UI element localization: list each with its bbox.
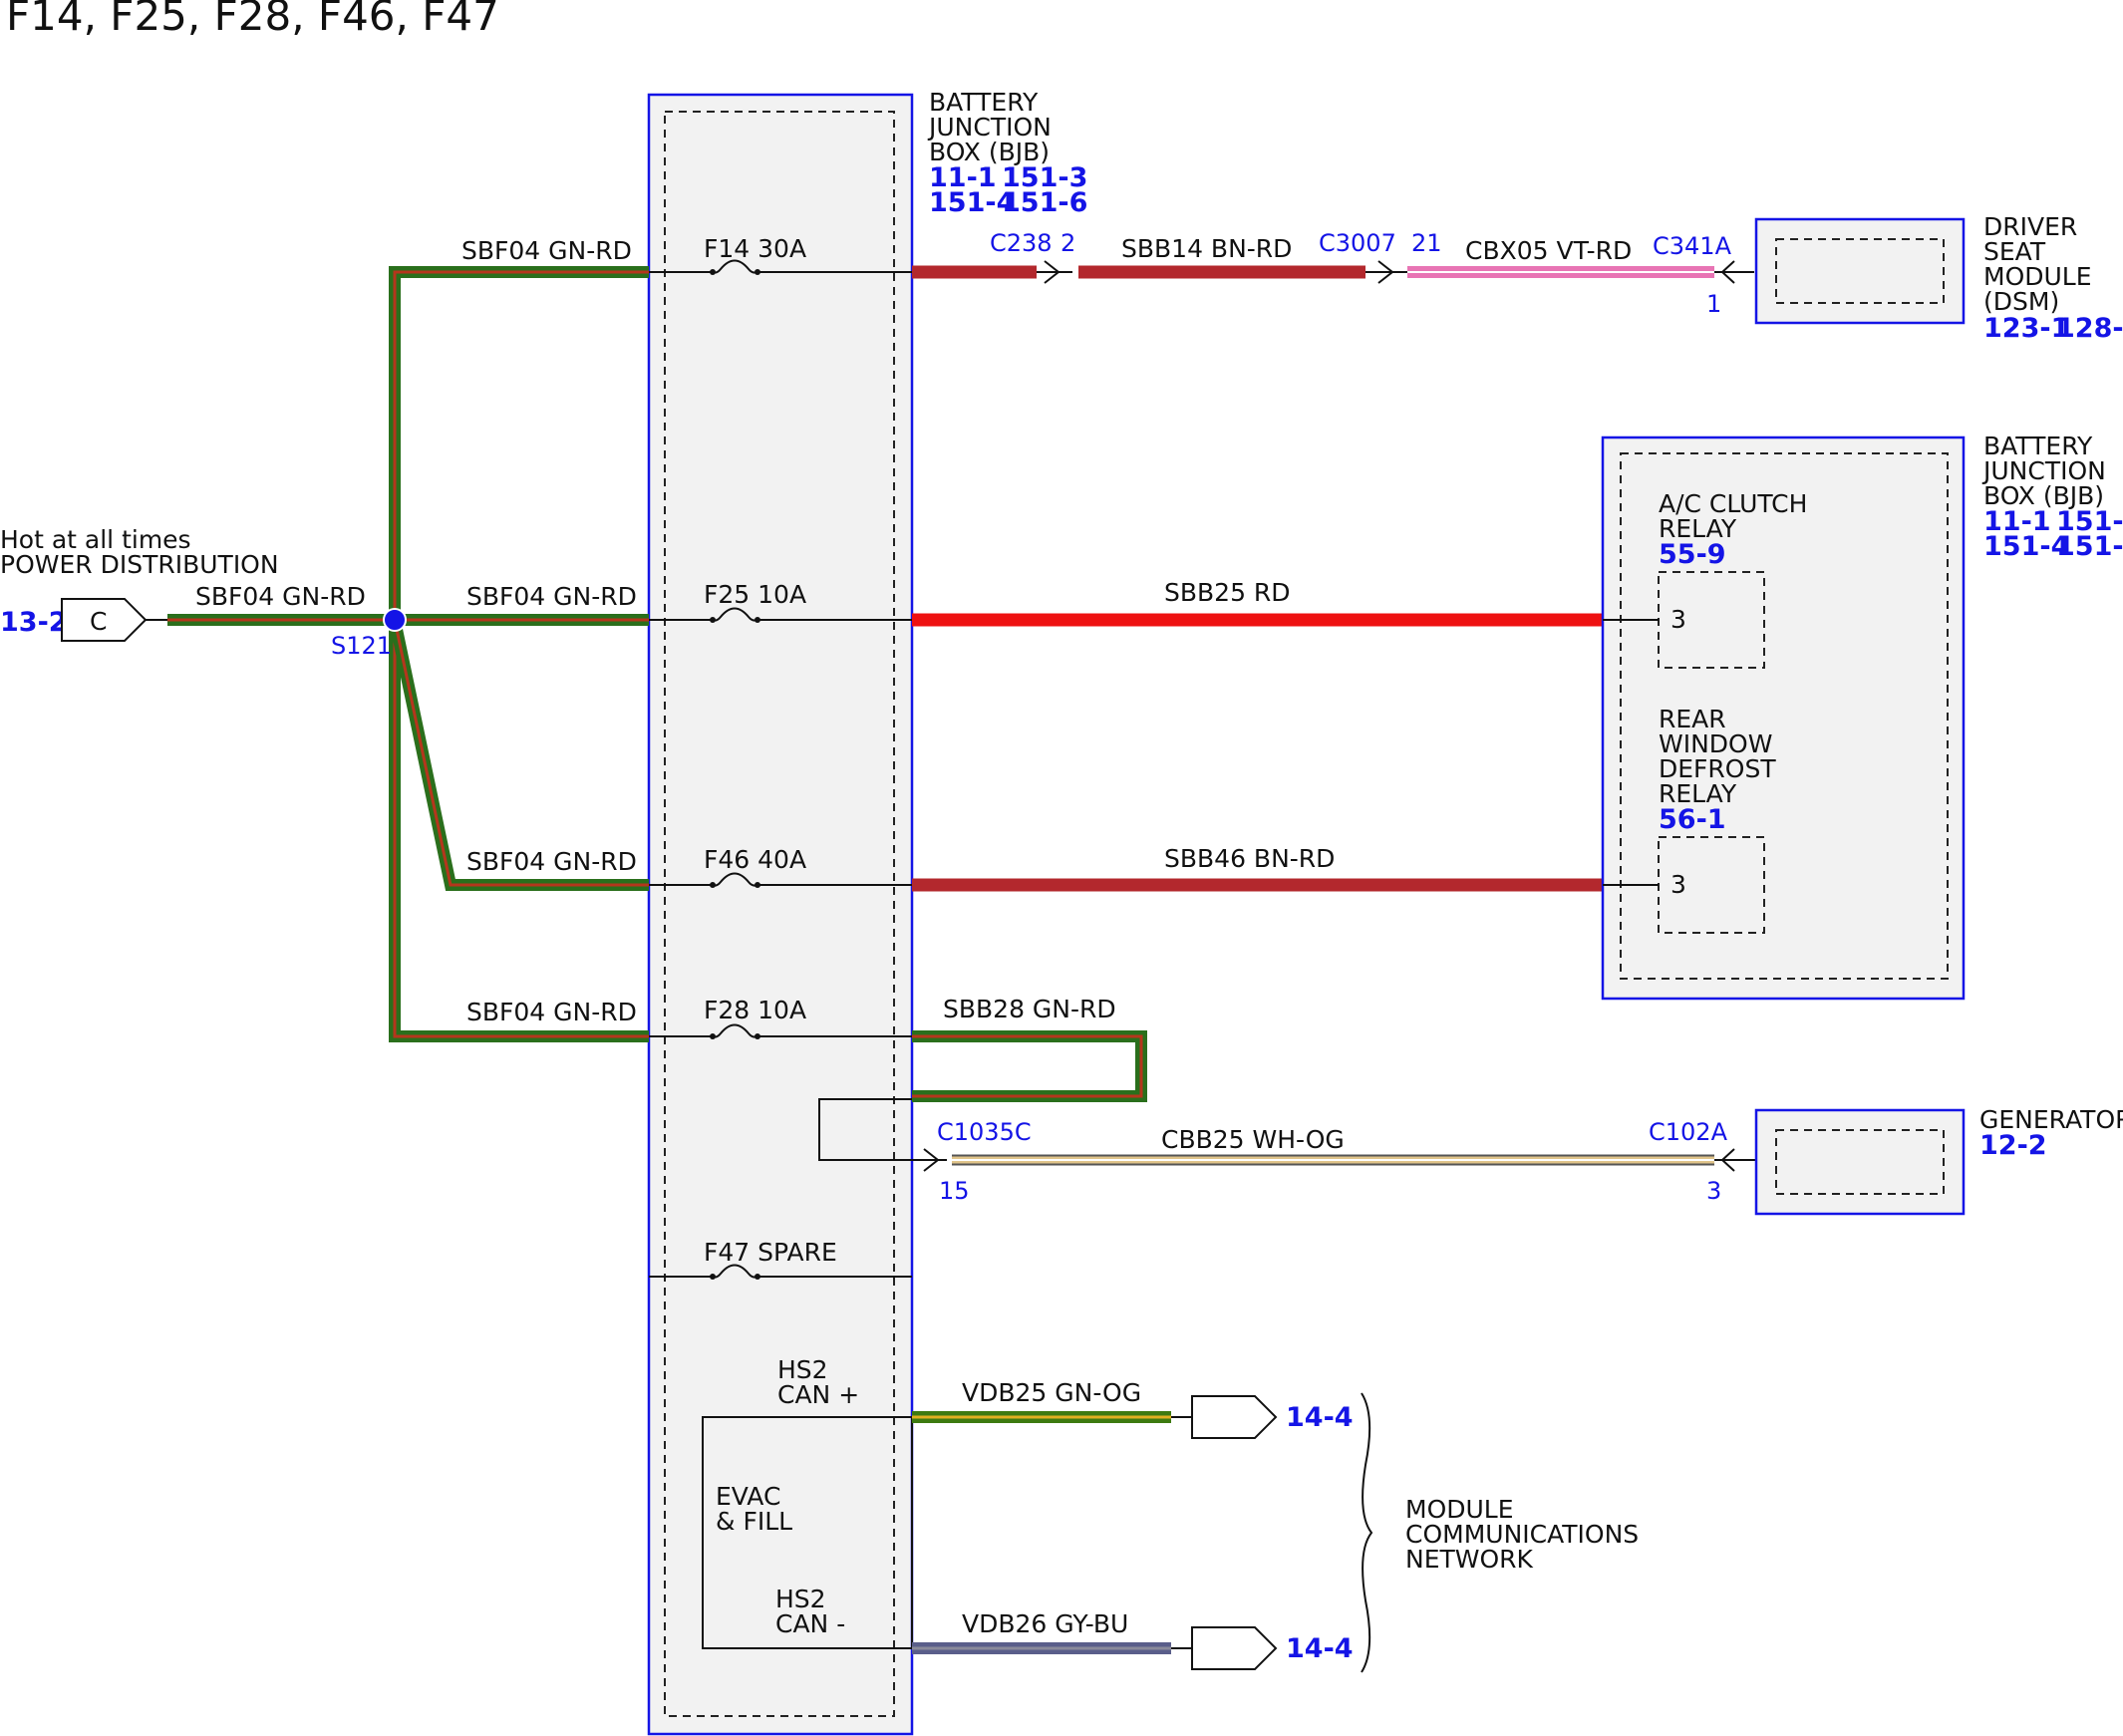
conn-c3007-label[interactable]: C3007 [1319,229,1396,257]
source-ref[interactable]: 13-2 [0,607,68,638]
wire-sbb14-label: SBB14 BN-RD [1121,234,1292,263]
bjb-right-refs: 11-1 151-3 151-4 151-6 [1983,506,2123,562]
generator-ref[interactable]: 12-2 [1979,1130,2047,1161]
bjb-main-box [647,93,914,1736]
source-label: Hot at all times POWER DISTRIBUTION [0,525,279,579]
generator-box[interactable] [1754,1108,1966,1216]
conn-c102a-label[interactable]: C102A [1649,1118,1728,1146]
fuse-f47-label: F47 SPARE [704,1238,837,1267]
dsm-inner [1775,238,1945,304]
bjb-right-inner [1620,452,1949,980]
conn-c238-pin: 2 [1061,229,1075,257]
source-connector-shape [61,598,148,642]
network-brace [1361,1392,1373,1673]
defrost-relay-label: REAR WINDOW DEFROST RELAY [1659,705,1784,808]
defrost-relay-ref[interactable]: 56-1 [1659,804,1726,835]
conn-c341a-label[interactable]: C341A [1653,232,1732,260]
wire-cbx05-label: CBX05 VT-RD [1465,236,1632,265]
evac-fill-box [702,1416,913,1649]
source-wire-label: SBF04 GN-RD [195,582,366,611]
bjb-main-label: BATTERY JUNCTION BOX (BJB) [927,88,1060,166]
splice-s121-dot[interactable] [383,608,407,632]
network-label: MODULE COMMUNICATIONS NETWORK [1405,1495,1647,1574]
fuse-f14-label: F14 30A [704,234,806,263]
bjb-right-label: BATTERY JUNCTION BOX (BJB) [1981,432,2114,510]
source-connector-label: C [90,607,107,636]
bjb-main-refs: 11-1 151-3 151-4 151-6 [929,162,1097,218]
conn-c3007-pin: 21 [1411,229,1442,257]
fuse-f46-label: F46 40A [704,845,806,874]
ac-relay-label: A/C CLUTCH RELAY [1659,489,1815,543]
feed-f28-wire-label: SBF04 GN-RD [466,998,637,1026]
conn-c102a-pin: 3 [1706,1177,1721,1205]
can-plus-ref[interactable]: 14-4 [1286,1402,1354,1433]
conn-c341a-pin: 1 [1706,290,1721,318]
fuse-f47-spare[interactable]: F47 SPARE [649,1238,912,1280]
dsm-refs: 123-1 128-2 [1983,313,2123,344]
evac-fill-label: EVAC & FILL [716,1482,792,1536]
fuse-f28-label: F28 10A [704,996,806,1024]
f14-circuit [912,260,1754,284]
c1035c-loop [818,1098,947,1161]
diagram-title: F14, F25, F28, F46, F47 [6,0,499,40]
c102a-arrow [1720,1148,1735,1172]
bjb-main-inner [664,111,895,1717]
gn-rd-bus [167,266,649,1042]
splice-s121-label: S121 [331,632,392,660]
wire-vdb25-label: VDB25 GN-OG [962,1378,1141,1407]
wire-cbb25-label: CBB25 WH-OG [1161,1125,1345,1154]
fuse-f25-label: F25 10A [704,580,806,609]
generator-inner [1775,1129,1945,1195]
wire-sbb28 [912,1030,1147,1102]
conn-c1035c-label[interactable]: C1035C [937,1118,1032,1146]
conn-c238-label[interactable]: C238 [990,229,1053,257]
defrost-relay-pin: 3 [1670,870,1686,899]
can-minus-connector [1191,1626,1278,1670]
ac-relay-ref[interactable]: 55-9 [1659,539,1726,570]
wire-sbb25-label: SBB25 RD [1164,578,1291,607]
can-minus-ref[interactable]: 14-4 [1286,1633,1354,1664]
bjb-right-box[interactable] [1601,435,1966,1001]
fuse-f25[interactable]: F25 10A [649,580,912,623]
feed-f25-wire-label: SBF04 GN-RD [466,582,637,611]
fuse-f14[interactable]: F14 30A [649,234,912,275]
c1035c-arrow [923,1148,940,1172]
can-minus-label: HS2 CAN - [775,1585,845,1638]
wire-vdb26-label: VDB26 GY-BU [962,1609,1128,1638]
conn-c1035c-pin: 15 [939,1177,970,1205]
feed-f14-wire-label: SBF04 GN-RD [461,236,632,265]
generator-label: GENERATOR [1979,1105,2123,1134]
can-plus-label: HS2 CAN + [777,1355,859,1409]
ac-relay-pin: 3 [1670,605,1686,634]
feed-f46-wire-label: SBF04 GN-RD [466,847,637,876]
dsm-label: DRIVER SEAT MODULE (DSM) [1983,212,2099,316]
wire-sbb28-label: SBB28 GN-RD [943,995,1116,1023]
wire-sbb46-label: SBB46 BN-RD [1164,844,1335,873]
dsm-box[interactable] [1754,217,1966,325]
can-plus-connector [1191,1395,1278,1439]
fuse-f46[interactable]: F46 40A [649,845,912,888]
fuse-f28[interactable]: F28 10A [649,996,912,1039]
